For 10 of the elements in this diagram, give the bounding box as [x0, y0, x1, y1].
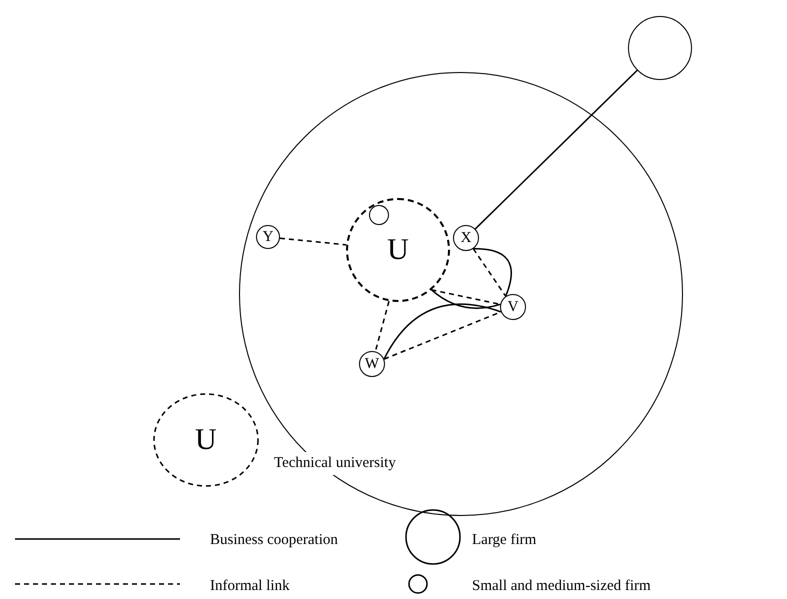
solid-link-line	[474, 70, 638, 230]
solid-link-line	[473, 248, 512, 297]
dashed-link-line	[280, 237, 346, 246]
solid-link-line	[430, 289, 500, 309]
dashed-link-line	[431, 289, 500, 306]
legend-label: Technical university	[272, 452, 398, 474]
dashed-link-line	[472, 248, 506, 297]
dashed-link-line	[374, 301, 390, 352]
solid-link-line	[383, 303, 502, 360]
legend-sample-letter: U	[195, 425, 217, 455]
